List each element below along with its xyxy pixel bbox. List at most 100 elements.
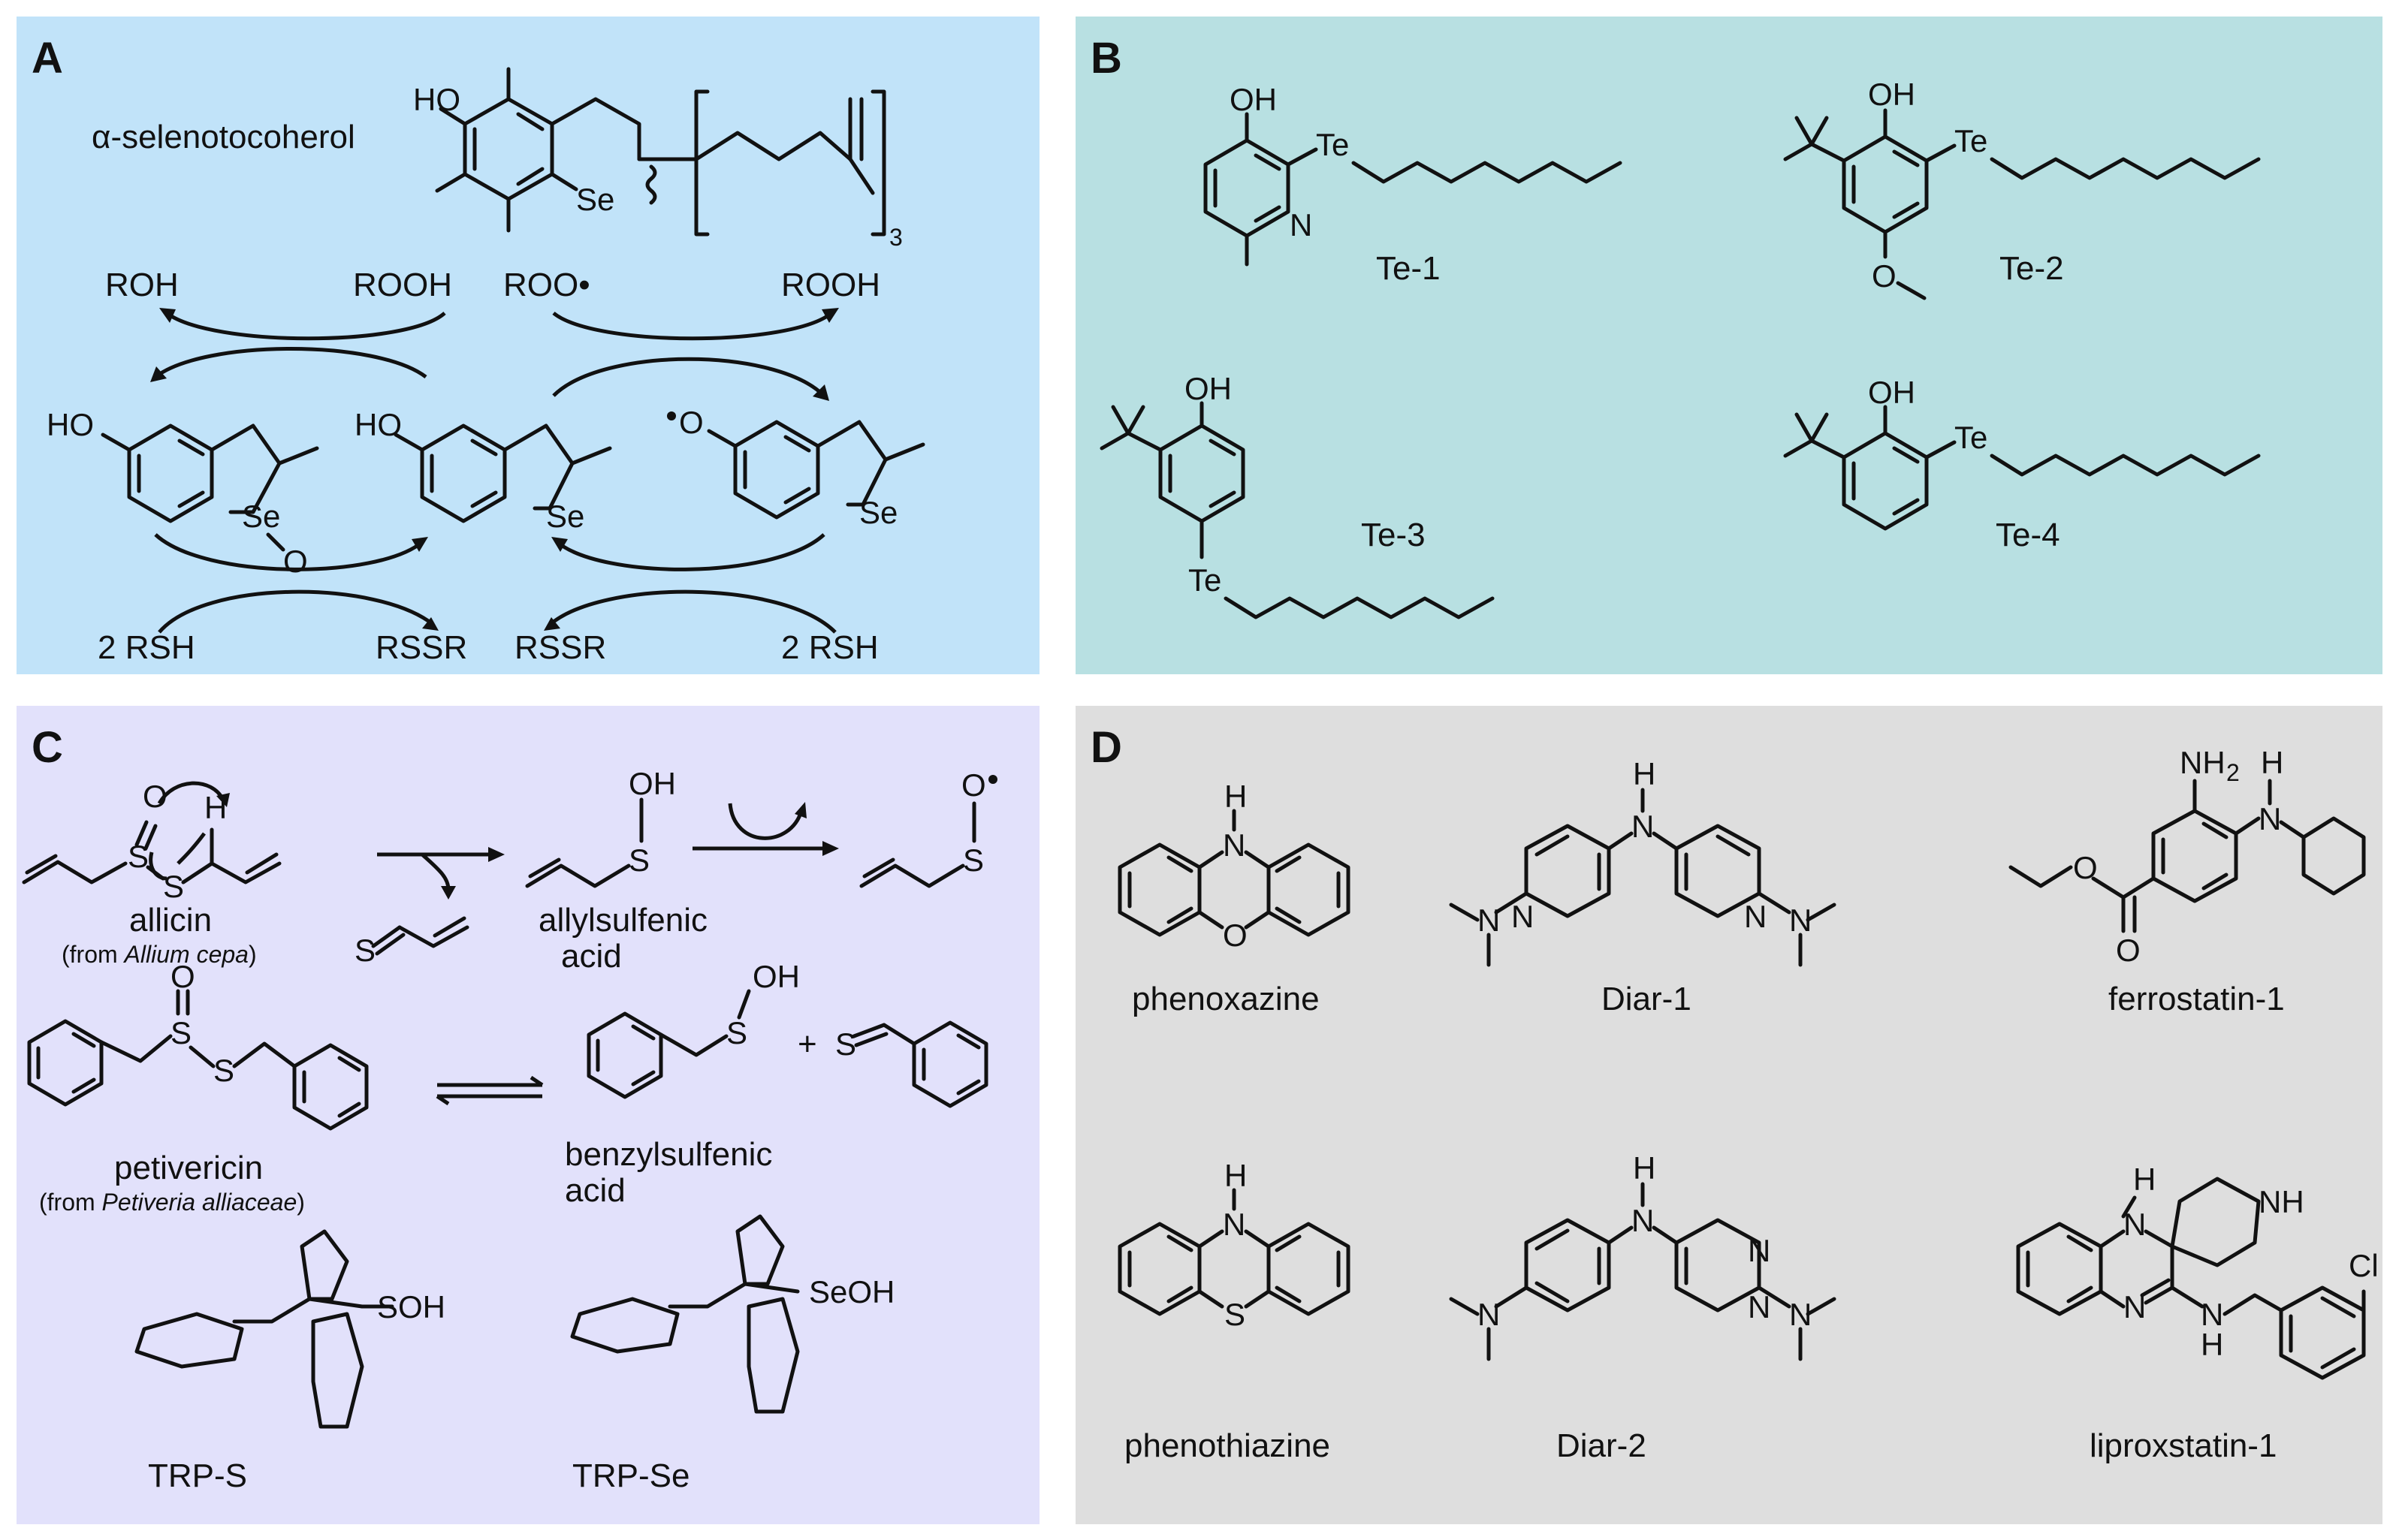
svg-text:S: S: [355, 933, 376, 968]
label-rooh-right: ROOH: [781, 267, 880, 303]
trp-s-structure: SOH: [134, 1229, 445, 1429]
label-diar2: Diar-2: [1556, 1427, 1646, 1464]
label-ferrostatin: ferrostatin-1: [2108, 981, 2285, 1017]
svg-text:OH: OH: [1230, 82, 1277, 117]
svg-text:N: N: [1511, 899, 1534, 934]
label-roo-radical: ROO•: [503, 267, 590, 303]
panel-d-letter: D: [1091, 723, 1122, 772]
svg-text:SeOH: SeOH: [809, 1274, 895, 1309]
svg-text:N: N: [1631, 1203, 1654, 1238]
panel-b-background: [1076, 17, 2382, 674]
label-2rsh-right: 2 RSH: [781, 629, 879, 666]
label-rssr-left: RSSR: [376, 629, 467, 666]
phenoxyl-radical-structure: O Se: [667, 405, 925, 530]
panel-a: A α-selenotocoherol HO Se 3 ROH ROOH ROO…: [17, 17, 1040, 674]
panel-a-background: [17, 17, 1040, 674]
petivericin-structure: S O S: [27, 959, 369, 1131]
svg-text:N: N: [1223, 827, 1245, 863]
svg-text:S: S: [629, 842, 650, 878]
svg-text:OH: OH: [1868, 77, 1915, 112]
label-2rsh-left: 2 RSH: [98, 629, 195, 666]
liproxstatin1-structure: N H N NH N H Cl: [2016, 1162, 2379, 1380]
diar1-structure: N N H N N N: [1449, 756, 1836, 967]
label-allylsulfenic-2: acid: [561, 938, 622, 975]
label-benzylsulfenic-2: acid: [565, 1172, 626, 1209]
svg-text:N: N: [1748, 1289, 1770, 1325]
svg-text:O: O: [170, 959, 195, 994]
svg-text:N: N: [1748, 1233, 1770, 1268]
svg-text:OH: OH: [1868, 375, 1915, 410]
svg-text:Te: Te: [1188, 562, 1221, 598]
allylsulfinyl-radical-structure: S O: [859, 767, 997, 888]
svg-text:N: N: [1744, 899, 1767, 934]
te2-structure: OH Te O: [1783, 77, 2261, 300]
label-phenoxazine: phenoxazine: [1132, 981, 1320, 1017]
svg-text:S: S: [1224, 1297, 1245, 1332]
svg-text:HO: HO: [413, 82, 460, 117]
label-phenothiazine: phenothiazine: [1124, 1427, 1330, 1464]
svg-text:N: N: [2201, 1297, 2223, 1332]
panel-d: D N H O phenoxazine N N H N N: [1076, 706, 2382, 1524]
label-te4: Te-4: [1996, 517, 2060, 553]
svg-text:NH: NH: [2180, 745, 2225, 780]
selenotocopherol-structure: HO Se 3: [413, 67, 903, 251]
svg-text:H: H: [2133, 1162, 2156, 1197]
panel-c-letter: C: [32, 723, 63, 772]
svg-text:O: O: [1223, 918, 1248, 953]
label-plus: +: [798, 1026, 817, 1062]
svg-text:H: H: [1224, 779, 1247, 814]
panel-d-background: [1076, 706, 2382, 1524]
svg-text:S: S: [170, 1015, 192, 1050]
label-diar1: Diar-1: [1601, 981, 1691, 1017]
svg-text:Te: Te: [1316, 127, 1349, 162]
svg-text:H: H: [2201, 1327, 2223, 1362]
svg-text:N: N: [1477, 1297, 1500, 1332]
reaction-arrows-bottom: [154, 533, 837, 634]
trp-se-structure: SeOH: [570, 1214, 895, 1414]
ferrostatin1-structure: NH 2 N H O O: [2008, 745, 2366, 968]
svg-text:HO: HO: [355, 407, 402, 442]
repeat-subscript: 3: [889, 224, 903, 251]
svg-text:S: S: [163, 869, 184, 904]
svg-text:O: O: [679, 405, 704, 440]
svg-text:NH: NH: [2259, 1184, 2304, 1219]
svg-text:O: O: [1872, 258, 1897, 294]
phenothiazine-structure: N H S: [1118, 1158, 1350, 1332]
petivericin-source: (from Petiveria alliaceae): [39, 1189, 305, 1216]
thioacrolein-structure: S: [355, 916, 469, 968]
svg-text:Se: Se: [859, 495, 898, 530]
label-trp-se: TRP-Se: [572, 1457, 690, 1494]
equilibrium-arrows: [436, 1075, 544, 1106]
label-te3: Te-3: [1361, 517, 1426, 553]
svg-text:N: N: [1631, 809, 1654, 844]
svg-text:H: H: [1633, 1150, 1655, 1186]
te3-structure: OH Te: [1100, 371, 1495, 619]
svg-text:N: N: [1477, 903, 1500, 938]
svg-text:Se: Se: [576, 182, 614, 217]
svg-text:OH: OH: [753, 959, 800, 994]
label-trp-s: TRP-S: [148, 1457, 247, 1494]
svg-text:N: N: [1290, 207, 1312, 243]
selenoxide-structure: HO Se O: [47, 407, 319, 579]
allylsulfenic-acid-structure: S OH: [525, 766, 676, 888]
label-te1: Te-1: [1376, 250, 1441, 287]
thiobenzaldehyde-structure: S: [835, 1020, 988, 1108]
panel-b-letter: B: [1091, 34, 1122, 83]
svg-text:SOH: SOH: [377, 1289, 445, 1325]
label-petivericin: petivericin: [114, 1150, 263, 1186]
panel-c-background: [17, 706, 1040, 1524]
te4-structure: OH Te: [1783, 375, 2261, 531]
svg-text:H: H: [2261, 745, 2283, 780]
te1-structure: OH N Te: [1203, 82, 1622, 267]
svg-text:O: O: [961, 767, 986, 803]
panel-a-letter: A: [32, 34, 63, 83]
svg-text:S: S: [835, 1026, 856, 1062]
svg-text:Te: Te: [1954, 420, 1987, 455]
svg-text:S: S: [726, 1015, 747, 1050]
svg-text:O: O: [2116, 933, 2141, 968]
panel-c: C S O S H allicin (from Allium cepa) S S: [17, 706, 1040, 1524]
svg-text:O: O: [2073, 850, 2098, 885]
label-rssr-right: RSSR: [515, 629, 606, 666]
label-benzylsulfenic-1: benzylsulfenic: [565, 1136, 772, 1173]
label-allicin: allicin: [129, 902, 212, 939]
